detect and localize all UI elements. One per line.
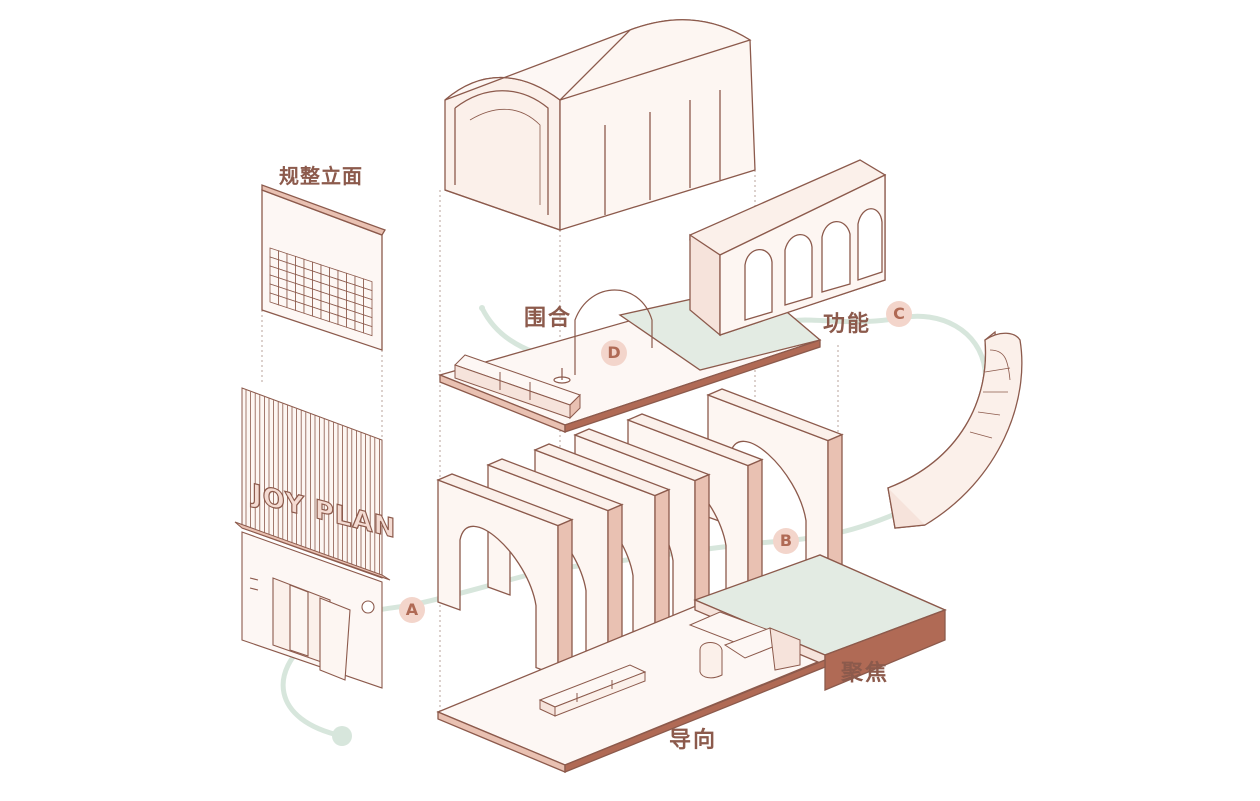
slatted-facade xyxy=(234,387,391,581)
arched-wall-volume xyxy=(689,159,887,337)
upper-bench xyxy=(454,354,581,420)
facade-panel xyxy=(261,184,386,351)
marker-b: B xyxy=(773,528,799,554)
marker-d: D xyxy=(601,340,627,366)
label-enclose: 围合 xyxy=(524,306,573,331)
vaulted-roof-volume xyxy=(444,19,756,231)
entrance-facade xyxy=(241,531,383,689)
label-focus: 聚焦 xyxy=(841,661,890,686)
window-grid xyxy=(269,247,373,337)
curved-stair xyxy=(887,330,1023,529)
marker-c: C xyxy=(886,301,912,327)
path-start-dot xyxy=(479,305,485,311)
label-facade: 规整立面 xyxy=(279,164,363,188)
arch-portals xyxy=(436,388,844,677)
path-end-dot xyxy=(332,726,352,746)
ground-furniture xyxy=(538,611,801,717)
marker-a: A xyxy=(399,597,425,623)
arch-frame xyxy=(553,289,653,384)
label-guide: 导向 xyxy=(669,728,718,753)
label-function: 功能 xyxy=(823,312,872,337)
